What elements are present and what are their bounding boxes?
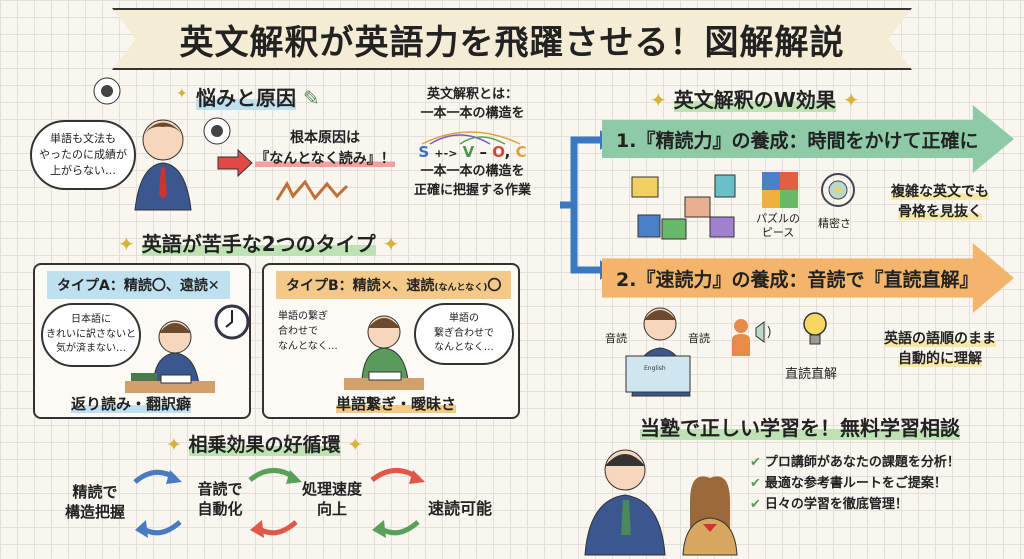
bracket-arrow	[560, 130, 612, 280]
w-effect-heading: ✦ 英文解釈のW効果 ✦	[650, 88, 860, 112]
check-icon: ✔	[750, 496, 761, 512]
arrow-forward-icon	[248, 468, 302, 484]
check-icon: ✔	[750, 475, 761, 491]
red-arrow-icon	[217, 148, 253, 178]
ondoku-label-left: 音読	[605, 332, 627, 345]
root-cause: 根本原因は 『なんとなく読み』！	[255, 130, 395, 167]
sparkle-icon: ✦	[176, 86, 188, 102]
cycle-heading: ✦ 相乗効果の好循環 ✦	[166, 434, 364, 456]
arrow-forward-icon	[133, 469, 182, 484]
type-b-caption: 単語繋ぎ・曖昧さ	[336, 395, 457, 413]
sparkle-icon: ✦	[842, 88, 860, 112]
type-b-label: タイプB：精読✕、速読(なんとなく)〇	[276, 271, 512, 299]
types-heading: ✦ 英語が苦手な2つのタイプ ✦	[118, 232, 400, 256]
sparkle-icon: ✦	[382, 232, 400, 256]
structure-arcs	[421, 131, 521, 145]
type-a-caption: 返り読み・翻訳癖	[71, 395, 192, 413]
sparkle-icon: ✦	[166, 434, 182, 456]
pencil-icon: ✎	[302, 86, 320, 110]
type-b-bubble: 単語の 繋ぎ合わせで なんとなく…	[414, 303, 514, 365]
definition-block: 英文解釈とは： 一本一本の構造を S +-> V – O, C 一本一本の構造を…	[400, 86, 545, 201]
type-b-card: タイプB：精読✕、速読(なんとなく)〇 単語の繋ぎ 合わせで なんとなく… 単語…	[262, 263, 520, 419]
worry-bubble: 単語も文法も やったのに成績が 上がらない…	[30, 120, 136, 190]
type-b-note: 単語の繋ぎ 合わせで なんとなく…	[278, 311, 338, 352]
page-title: 英文解釈が英語力を飛躍させる！図解解説	[179, 22, 845, 63]
sparkle-icon: ✦	[650, 88, 667, 112]
puzzle-square-icon	[762, 172, 798, 208]
svoc-formula: S +-> V – O, C	[418, 142, 527, 161]
teacher-student-illustration	[584, 449, 738, 556]
cta-heading: 当塾で正しい学習を！無料学習相談	[640, 416, 960, 440]
cycle-node-1: 精読で 構造把握	[64, 483, 125, 521]
cta-item: ✔日々の学習を徹底管理！	[750, 496, 908, 512]
arrow-back-icon	[372, 520, 420, 538]
arrow-back-icon	[250, 520, 298, 538]
sparkle-icon: ✦	[347, 434, 364, 456]
type-a-bubble: 日本語に きれいに訳さないと 気が済まない…	[41, 303, 141, 367]
cta-list: ✔プロ講師があなたの課題を分析！ ✔最適な参考書ルートをご提案！ ✔日々の学習を…	[750, 453, 960, 515]
check-icon: ✔	[750, 455, 761, 470]
clock-icon	[214, 304, 250, 340]
cycle-arrows	[133, 468, 425, 538]
reading-student-illustration: English	[625, 307, 691, 397]
speaking-person-icon	[732, 319, 771, 356]
speed-summary: 英語の語順のまま 自動的に理解	[884, 331, 996, 367]
cycle-node-4: 速読可能	[427, 499, 492, 518]
cycle-node-2: 音読で 自動化	[197, 480, 243, 518]
intensive-summary: 複雑な英文でも 骨格を見抜く	[891, 184, 989, 220]
title-banner: 英文解釈が英語力を飛躍させる！図解解説	[112, 8, 912, 70]
worried-student-illustration	[93, 77, 231, 211]
confused-student-illustration	[344, 315, 424, 390]
studying-student-illustration	[125, 320, 215, 393]
cta-item: ✔最適な参考書ルートをご提案！	[750, 475, 947, 491]
puzzle-caption: パズルの ピース	[756, 212, 800, 240]
svg-text:English: English	[644, 365, 666, 372]
type-a-card: タイプA：精読〇、遠読✕ 日本語に きれいに訳さないと 気が済まない… 返り読み…	[33, 263, 251, 419]
precision-caption: 精密さ	[818, 217, 851, 230]
scattered-strokes-illustration	[275, 179, 349, 201]
arrow-back-icon	[135, 520, 182, 538]
cta-item: ✔プロ講師があなたの課題を分析！	[750, 455, 960, 470]
arrow-forward-icon	[370, 468, 425, 484]
intensive-reading-arrow: 1.『精読力』の養成：時間をかけて正確に	[602, 105, 1014, 173]
lightbulb-icon	[803, 312, 827, 345]
target-icon	[821, 173, 855, 207]
ondoku-label-right: 音読	[688, 332, 710, 345]
puzzle-pieces-illustration	[631, 174, 736, 240]
cycle-node-3: 処理速度 向上	[301, 480, 362, 518]
sparkle-icon: ✦	[118, 232, 135, 256]
bulb-caption: 直読直解	[785, 367, 838, 382]
problem-heading: 悩みと原因 ✎	[196, 86, 320, 110]
type-a-label: タイプA：精読〇、遠読✕	[47, 271, 230, 299]
